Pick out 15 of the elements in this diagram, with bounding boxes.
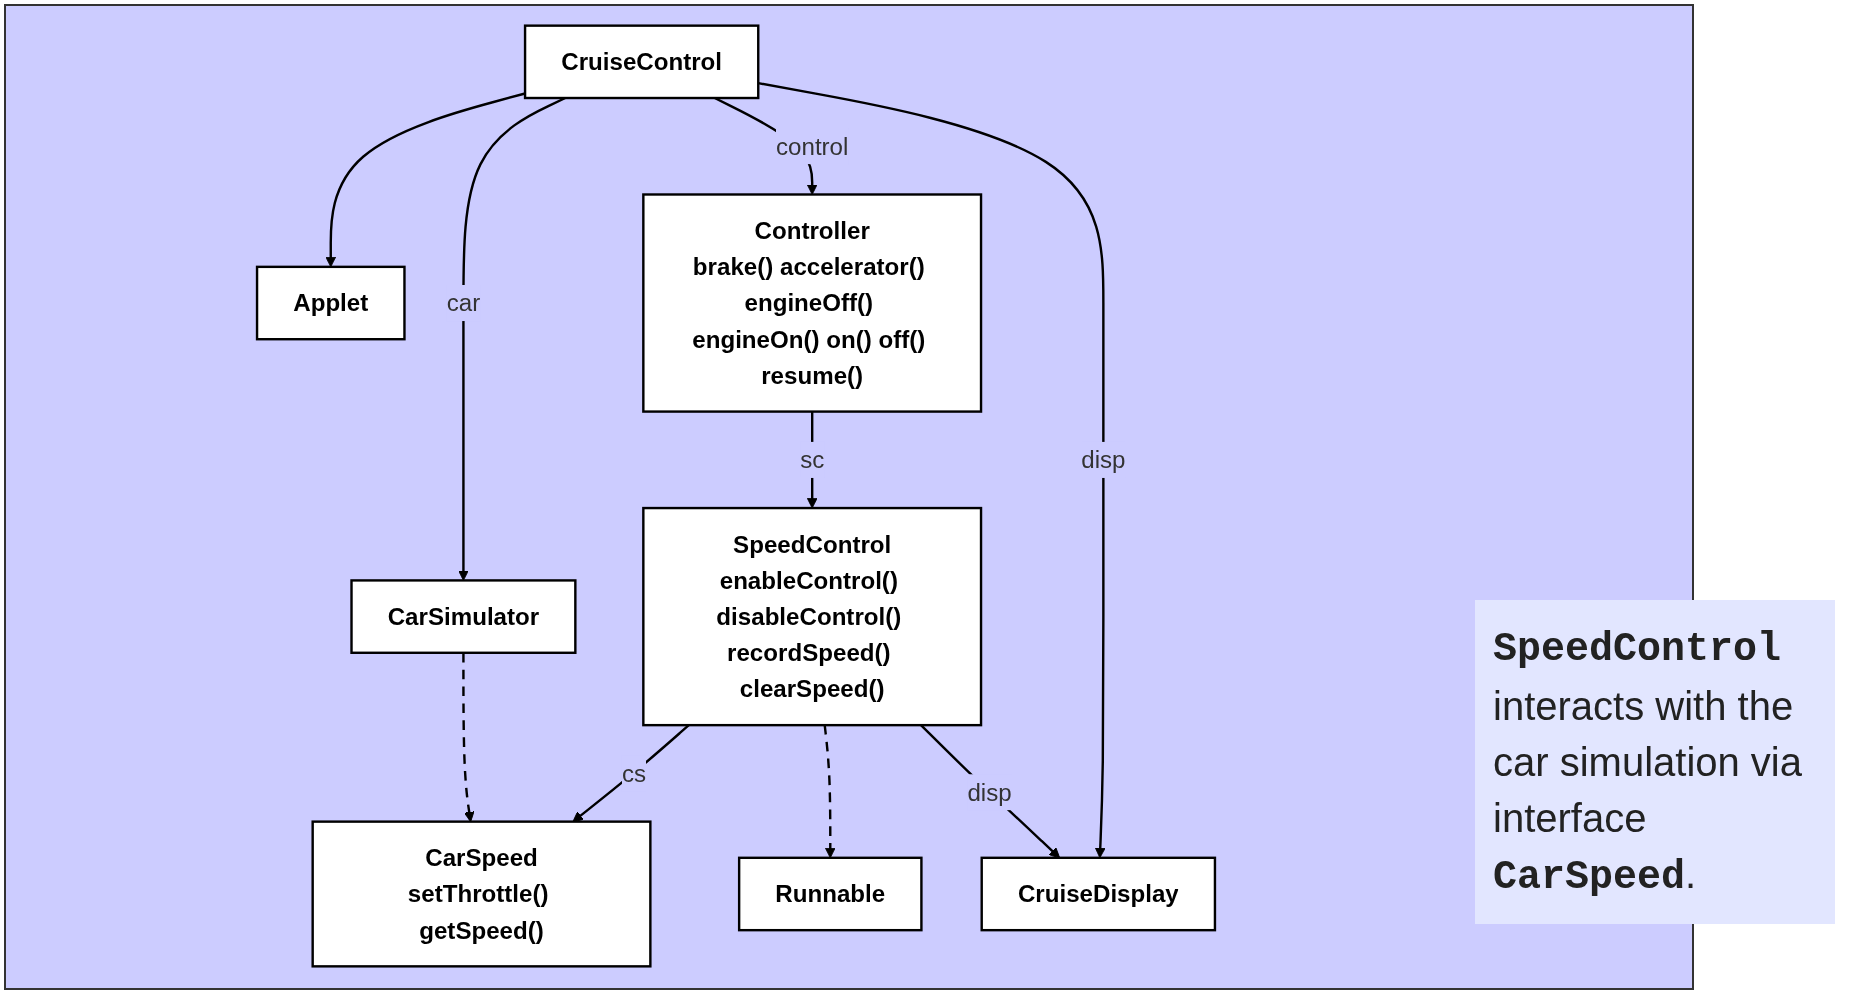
node-box: Applet <box>255 265 406 341</box>
node-box: CruiseDisplay <box>980 856 1217 932</box>
node-box: SpeedControl enableControl() disableControl() recordSpeed() clearSpeed() <box>642 506 983 727</box>
node-box: Runnable <box>737 856 923 932</box>
node-box: CarSpeed setThrottle() getSpeed() <box>311 820 652 968</box>
edge-label: disp <box>967 779 1012 806</box>
edge-label: control <box>775 132 849 160</box>
edge-label: disp <box>1081 446 1126 474</box>
node-box: CruiseControl <box>523 24 760 100</box>
node-box: CarSimulator <box>350 579 577 654</box>
note-text: SpeedControl interacts with the car simulation via interface CarSpeed. <box>1475 600 1835 924</box>
node-box: Controller brake() accelerator() engineOff() engineOn() on() off() resume() <box>642 193 983 413</box>
edge-label: car <box>446 289 481 317</box>
edge-label: cs <box>621 760 647 787</box>
edge-label: sc <box>800 446 825 474</box>
